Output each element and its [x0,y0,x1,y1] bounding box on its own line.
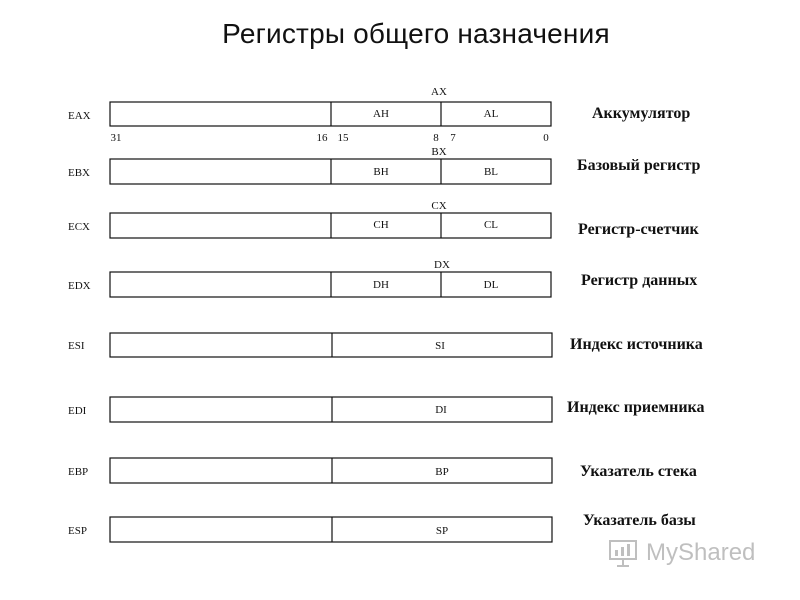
register-name-ebx: EBX [68,167,90,179]
bit-label-8: 8 [433,132,439,144]
slide-title: Регистры общего назначения [222,18,610,49]
word-label-bp: BP [435,466,448,478]
register-box-esi [109,332,553,358]
low-byte-label-al: AL [484,108,499,120]
low-byte-label-bl: BL [484,166,498,178]
register-description-esi: Индекс источника [570,336,703,353]
pair-label-cx: CX [431,200,446,212]
register-description-esp: Указатель базы [583,512,696,529]
register-name-ebp: EBP [68,466,88,478]
pair-label-bx: BX [431,146,446,158]
high-byte-label-ah: AH [373,108,389,120]
pair-label-ax: AX [431,86,447,98]
bit-label-0: 0 [543,132,549,144]
register-description-edx: Регистр данных [581,272,698,289]
low-byte-label-dl: DL [484,279,499,291]
pair-label-dx: DX [434,259,450,271]
high-byte-label-ch: CH [373,219,388,231]
watermark: MyShared [606,533,755,573]
register-box-edi [109,396,553,423]
presentation-chart-icon [609,540,637,567]
register-name-ecx: ECX [68,221,90,233]
register-name-edi: EDI [68,405,87,417]
watermark-text: MyShared [646,539,756,566]
register-description-ecx: Регистр-счетчик [578,221,699,238]
register-description-ebx: Базовый регистр [577,157,701,174]
bit-label-15: 15 [338,132,350,144]
register-description-eax: Аккумулятор [592,105,691,122]
register-box-ebp [109,457,553,484]
register-name-edx: EDX [68,280,91,292]
low-byte-label-cl: CL [484,219,498,231]
high-byte-label-bh: BH [373,166,388,178]
bit-label-16: 16 [317,132,329,144]
register-description-edi: Индекс приемника [567,399,705,416]
register-name-esp: ESP [68,525,87,537]
word-label-di: DI [435,404,447,416]
register-name-esi: ESI [68,340,85,352]
word-label-sp: SP [436,525,448,537]
register-description-ebp: Указатель стека [580,463,697,480]
register-name-eax: EAX [68,110,91,122]
register-box-esp [109,516,553,543]
word-label-si: SI [435,340,445,352]
bit-label-7: 7 [450,132,456,144]
bit-label-31: 31 [111,132,122,144]
high-byte-label-dh: DH [373,279,389,291]
